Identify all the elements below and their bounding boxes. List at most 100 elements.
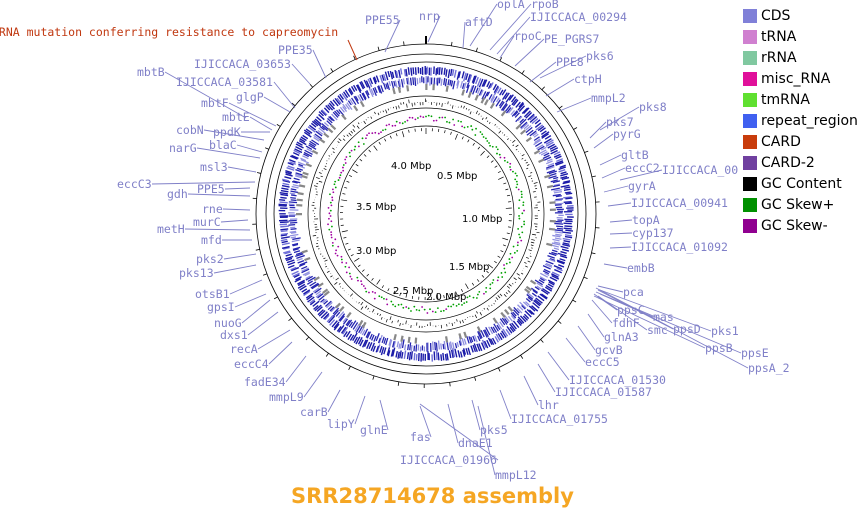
scale-tick: [486, 270, 489, 274]
repeat-feature: [445, 336, 449, 343]
cds-feature: [294, 175, 303, 179]
cds-feature: [526, 129, 534, 136]
cds-feature: [502, 92, 508, 101]
gc-skew-point: [356, 276, 359, 279]
cds-feature: [359, 339, 364, 347]
gc-skew-point: [483, 292, 485, 295]
gc-skew-point: [505, 262, 508, 265]
gene-label: PPE55: [365, 13, 400, 27]
scale-tick: [376, 279, 381, 285]
cds-feature: [305, 145, 313, 150]
scale-tick: [363, 154, 367, 157]
cds-feature: [452, 80, 456, 90]
cds-feature: [375, 333, 380, 342]
cds-feature: [518, 105, 526, 112]
cds-feature: [519, 315, 527, 323]
leader-line: [312, 49, 327, 79]
gc-content-bar: [526, 257, 529, 259]
cds-feature: [532, 302, 540, 309]
gc-skew-point: [450, 305, 453, 308]
cds-feature: [446, 342, 450, 351]
cds-feature: [519, 301, 527, 309]
cds-feature: [303, 131, 312, 138]
cds-feature: [541, 131, 550, 138]
gc-content-bar: [385, 109, 388, 114]
cds-feature: [545, 262, 553, 267]
gc-skew-point: [417, 117, 419, 119]
cds-feature: [332, 309, 339, 317]
cds-feature: [342, 318, 349, 325]
gc-skew-point: [328, 217, 330, 220]
cds-feature: [295, 169, 302, 173]
gc-skew-point: [514, 172, 517, 175]
cds-feature: [313, 304, 319, 310]
cds-feature: [475, 76, 479, 85]
repeat-feature: [302, 171, 309, 176]
repeat-feature: [341, 114, 347, 121]
cds-feature: [482, 329, 488, 338]
cds-feature: [279, 198, 286, 201]
cds-feature: [294, 148, 303, 154]
cds-feature: [450, 80, 454, 87]
cds-feature: [563, 227, 572, 230]
cds-feature: [311, 139, 320, 146]
gene-label: ppsC: [617, 303, 645, 317]
cds-feature: [496, 324, 501, 331]
gene-label: dxs1: [220, 328, 248, 342]
cds-feature: [537, 145, 545, 151]
cds-feature: [357, 95, 363, 103]
cds-feature: [523, 124, 530, 130]
cds-feature: [374, 86, 378, 94]
cds-feature: [314, 133, 323, 140]
tick-mark: [520, 355, 524, 359]
cds-feature: [510, 312, 517, 319]
cds-feature: [317, 293, 324, 299]
gc-skew-point: [498, 153, 501, 156]
gc-content-bar: [525, 265, 528, 268]
cds-feature: [554, 199, 563, 202]
cds-feature: [281, 187, 289, 191]
gc-content-bar: [507, 290, 511, 293]
cds-feature: [309, 140, 317, 146]
leader-line: [379, 399, 389, 431]
cds-feature: [533, 139, 541, 146]
cds-feature: [553, 265, 563, 270]
legend-item: misc_RNA: [743, 68, 858, 89]
gene-label: ctpH: [574, 72, 602, 86]
gene-label: topA: [632, 213, 660, 227]
gc-content-bar: [508, 283, 512, 287]
cds-feature: [559, 164, 566, 169]
cds-feature: [288, 201, 298, 204]
gc-skew-point: [491, 145, 494, 148]
gc-content-bar: [343, 135, 346, 138]
legend-label: CDS: [761, 7, 791, 24]
gc-content-bar: [462, 319, 464, 323]
cds-feature: [334, 97, 341, 105]
gc-skew-point: [374, 291, 377, 294]
gc-skew-point: [520, 193, 523, 196]
gene-label: otsB1: [195, 287, 230, 301]
cds-feature: [372, 345, 376, 352]
gc-content-bar: [330, 275, 333, 278]
cds-feature: [415, 344, 418, 352]
gc-skew-point: [374, 131, 377, 134]
legend-label: CARD: [761, 133, 801, 150]
gc-skew-point: [489, 144, 491, 147]
leader-line: [384, 19, 401, 53]
gc-skew-point: [501, 276, 504, 278]
cds-feature: [556, 158, 563, 163]
leader-line: [489, 3, 532, 51]
gc-content-bar: [465, 107, 467, 110]
leader-line: [247, 311, 279, 336]
cds-feature: [278, 203, 288, 206]
cds-feature: [436, 67, 439, 75]
cds-feature: [395, 70, 399, 79]
gc-skew-point: [517, 241, 519, 244]
gc-skew-point: [349, 275, 352, 278]
tick-mark: [372, 375, 375, 380]
gc-content-bar: [350, 130, 354, 134]
cds-feature: [558, 166, 567, 171]
cds-feature: [448, 350, 452, 359]
cds-feature: [566, 192, 573, 195]
cds-feature: [298, 140, 307, 146]
